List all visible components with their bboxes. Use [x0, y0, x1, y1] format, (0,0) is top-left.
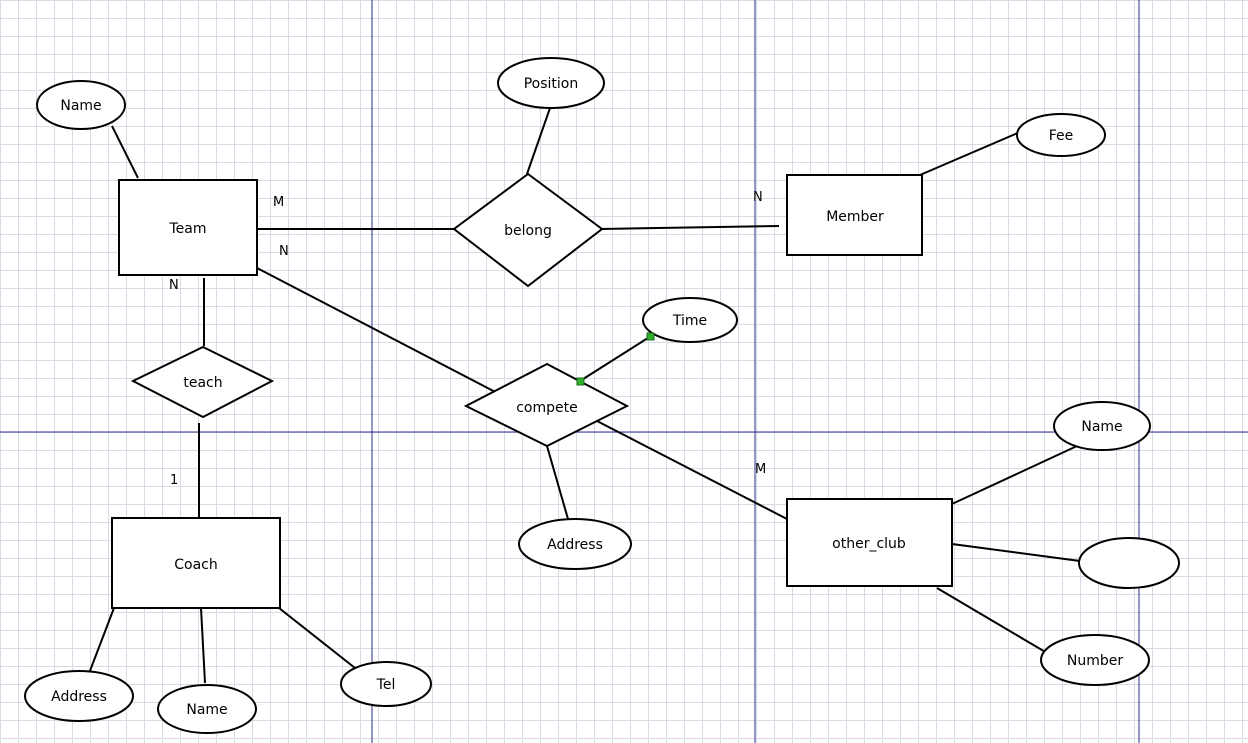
relationship-compete[interactable]: compete [463, 362, 630, 448]
cardinality-team-teach: N [169, 278, 179, 293]
attribute-position-label: Position [524, 76, 579, 92]
entity-other-club-box[interactable] [786, 498, 953, 587]
attribute-club-name-label: Name [1081, 419, 1122, 435]
cardinality-team-belong: M [273, 195, 284, 210]
connector-handle-end[interactable] [646, 332, 655, 341]
attribute-compete-address-label: Address [547, 537, 603, 553]
relationship-compete-label: compete [516, 400, 578, 416]
edge-belong-member[interactable] [600, 225, 780, 230]
entity-member-box[interactable] [786, 174, 923, 256]
cardinality-club-compete: M [755, 462, 766, 477]
relationship-belong-label: belong [504, 223, 552, 239]
attribute-time[interactable]: Time [642, 297, 738, 343]
relationship-teach-diamond[interactable] [130, 345, 275, 419]
entity-coach-box[interactable] [111, 517, 281, 609]
edge-team-name[interactable] [111, 125, 139, 179]
relationship-teach-label: teach [183, 375, 222, 391]
edge-coach-address[interactable] [87, 607, 115, 677]
attribute-coach-tel-label: Tel [376, 677, 396, 693]
attribute-coach-address-label: Address [51, 689, 107, 705]
entity-member-label: Member [826, 209, 884, 225]
entity-team-box[interactable] [118, 179, 258, 276]
attribute-team-name-label: Name [60, 98, 101, 114]
edge-member-fee[interactable] [919, 131, 1021, 176]
edge-belong-position[interactable] [526, 107, 551, 175]
attribute-club-adress-ellipse[interactable] [1078, 537, 1180, 589]
attribute-compete-address-ellipse[interactable] [518, 518, 632, 570]
cardinality-member-belong: N [753, 190, 763, 205]
attribute-club-name[interactable]: Name [1053, 401, 1151, 451]
entity-team-label: Team [168, 221, 206, 237]
entity-coach-label: Coach [174, 557, 218, 573]
attribute-coach-name-ellipse[interactable] [157, 684, 257, 734]
attribute-team-name[interactable]: Name [36, 80, 126, 130]
edge-coach-tel[interactable] [278, 607, 356, 669]
edge-compete-time[interactable] [579, 335, 652, 382]
attribute-coach-tel[interactable]: Tel [340, 661, 432, 707]
edge-coach-name[interactable] [200, 607, 206, 684]
relationship-teach[interactable]: teach [130, 345, 275, 419]
relationship-belong[interactable]: belong [452, 172, 604, 288]
entity-other-club[interactable]: other_club [786, 498, 953, 587]
attribute-coach-address-ellipse[interactable] [24, 670, 134, 722]
attribute-compete-address[interactable]: Address [518, 518, 632, 570]
edge-team-compete[interactable] [256, 267, 504, 397]
attribute-position[interactable]: Position [497, 57, 605, 109]
connector-handle-start[interactable] [576, 377, 585, 386]
attribute-club-number[interactable]: Number [1040, 634, 1150, 686]
attribute-time-ellipse[interactable] [642, 297, 738, 343]
attribute-club-name-ellipse[interactable] [1053, 401, 1151, 451]
attribute-coach-name-label: Name [186, 702, 227, 718]
attribute-club-number-label: Number [1067, 653, 1123, 669]
attribute-club-number-ellipse[interactable] [1040, 634, 1150, 686]
entity-other-club-label: other_club [832, 536, 906, 552]
cardinalities: M N N N 1 M [169, 190, 766, 488]
selection-handles[interactable] [576, 332, 655, 386]
attribute-coach-name[interactable]: Name [157, 684, 257, 734]
edge-club-number[interactable] [936, 587, 1048, 654]
attribute-fee-label: Fee [1049, 128, 1074, 144]
attribute-club-adress[interactable] [1078, 537, 1180, 589]
cardinality-coach-teach: 1 [170, 473, 178, 488]
edge-club-name[interactable] [951, 445, 1078, 505]
entity-team[interactable]: Team [118, 179, 258, 276]
attribute-position-ellipse[interactable] [497, 57, 605, 109]
edge-club-adress[interactable] [951, 543, 1081, 562]
attribute-time-label: Time [672, 313, 707, 329]
attribute-coach-tel-ellipse[interactable] [340, 661, 432, 707]
attribute-team-name-ellipse[interactable] [36, 80, 126, 130]
connectors [87, 107, 1081, 684]
attribute-fee-ellipse[interactable] [1016, 113, 1106, 157]
edge-compete-address[interactable] [546, 445, 569, 520]
attribute-fee[interactable]: Fee [1016, 113, 1106, 157]
relationship-compete-diamond[interactable] [463, 362, 630, 448]
cardinality-team-compete: N [279, 244, 289, 259]
entity-member[interactable]: Member [786, 174, 923, 256]
entity-coach[interactable]: Coach [111, 517, 281, 609]
relationship-belong-diamond[interactable] [452, 172, 604, 288]
attribute-coach-address[interactable]: Address [24, 670, 134, 722]
edge-compete-club[interactable] [596, 420, 788, 520]
